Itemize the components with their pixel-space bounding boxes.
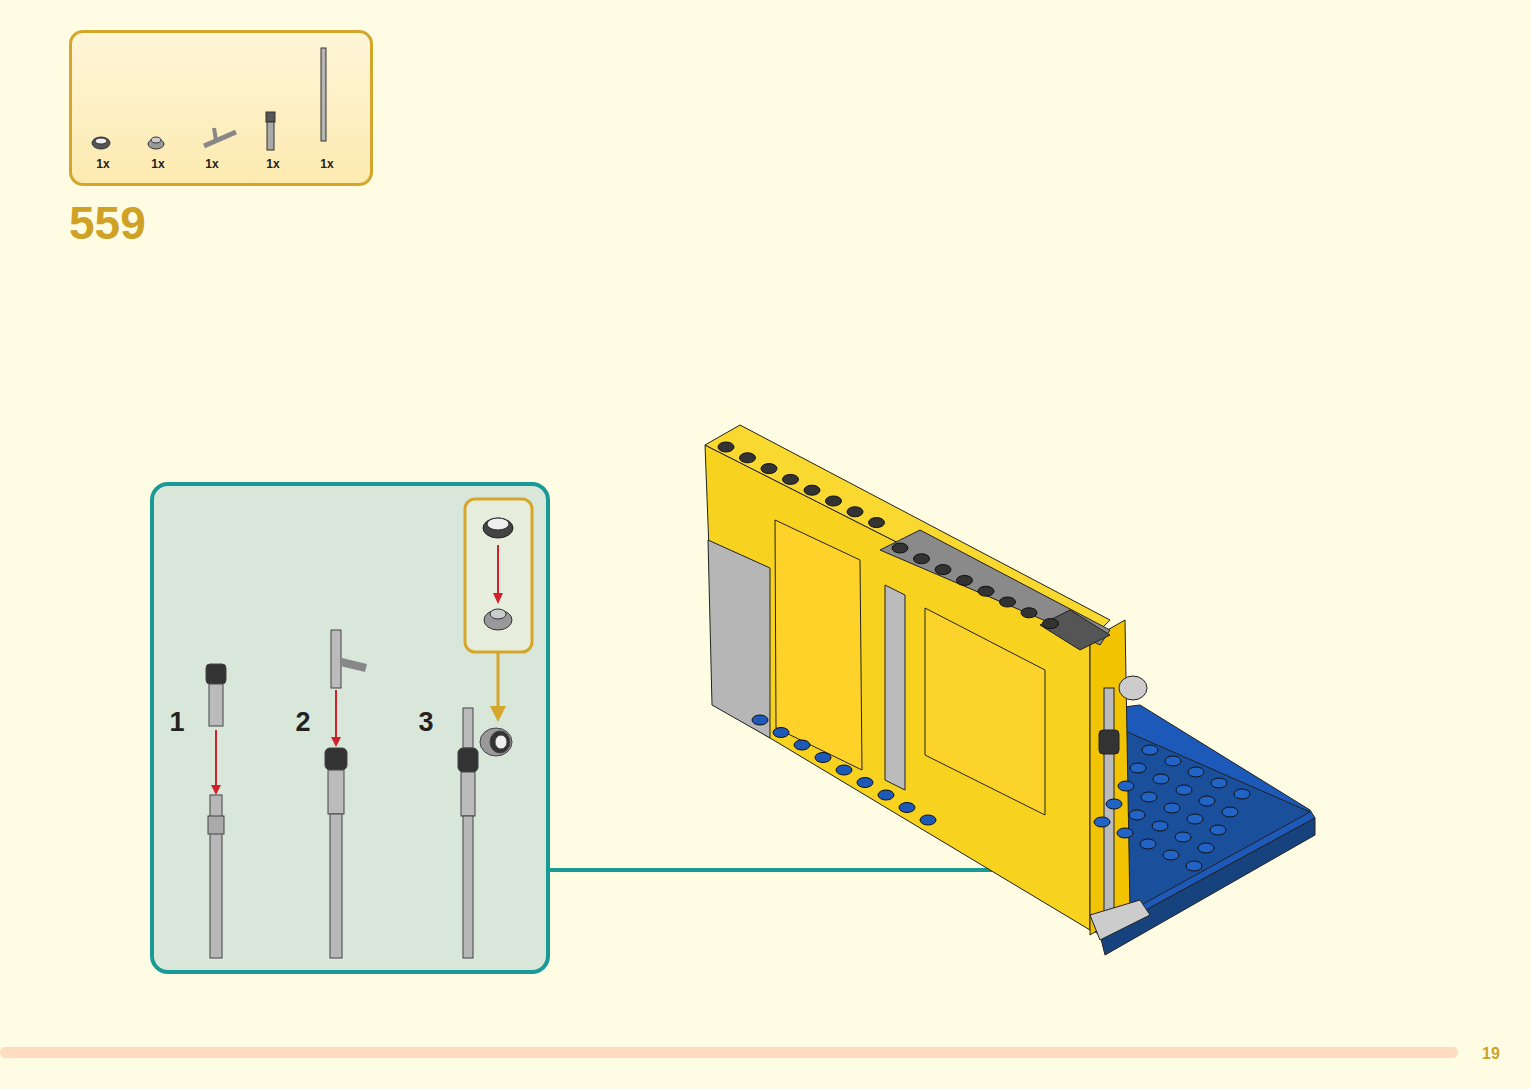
part-quantity: 1x <box>151 157 164 171</box>
parts-box: 1x 1x 1x 1x 1x <box>69 30 373 186</box>
step-number: 559 <box>69 196 146 250</box>
parts-panel <box>70 32 371 184</box>
substep-number: 2 <box>295 707 310 738</box>
part-quantity: 1x <box>320 157 333 171</box>
part-quantity: 1x <box>205 157 218 171</box>
footer-bar <box>0 1047 1458 1058</box>
substep-number: 1 <box>169 707 184 738</box>
callout-panel <box>152 484 548 972</box>
part-quantity: 1x <box>96 157 109 171</box>
part-quantity: 1x <box>266 157 279 171</box>
page-number: 19 <box>1482 1045 1500 1063</box>
model <box>705 425 1315 955</box>
sub-callout <box>465 499 532 652</box>
substep-number: 3 <box>418 707 433 738</box>
substep-callout: 1 2 3 <box>150 482 550 974</box>
parts-icons <box>92 48 326 150</box>
